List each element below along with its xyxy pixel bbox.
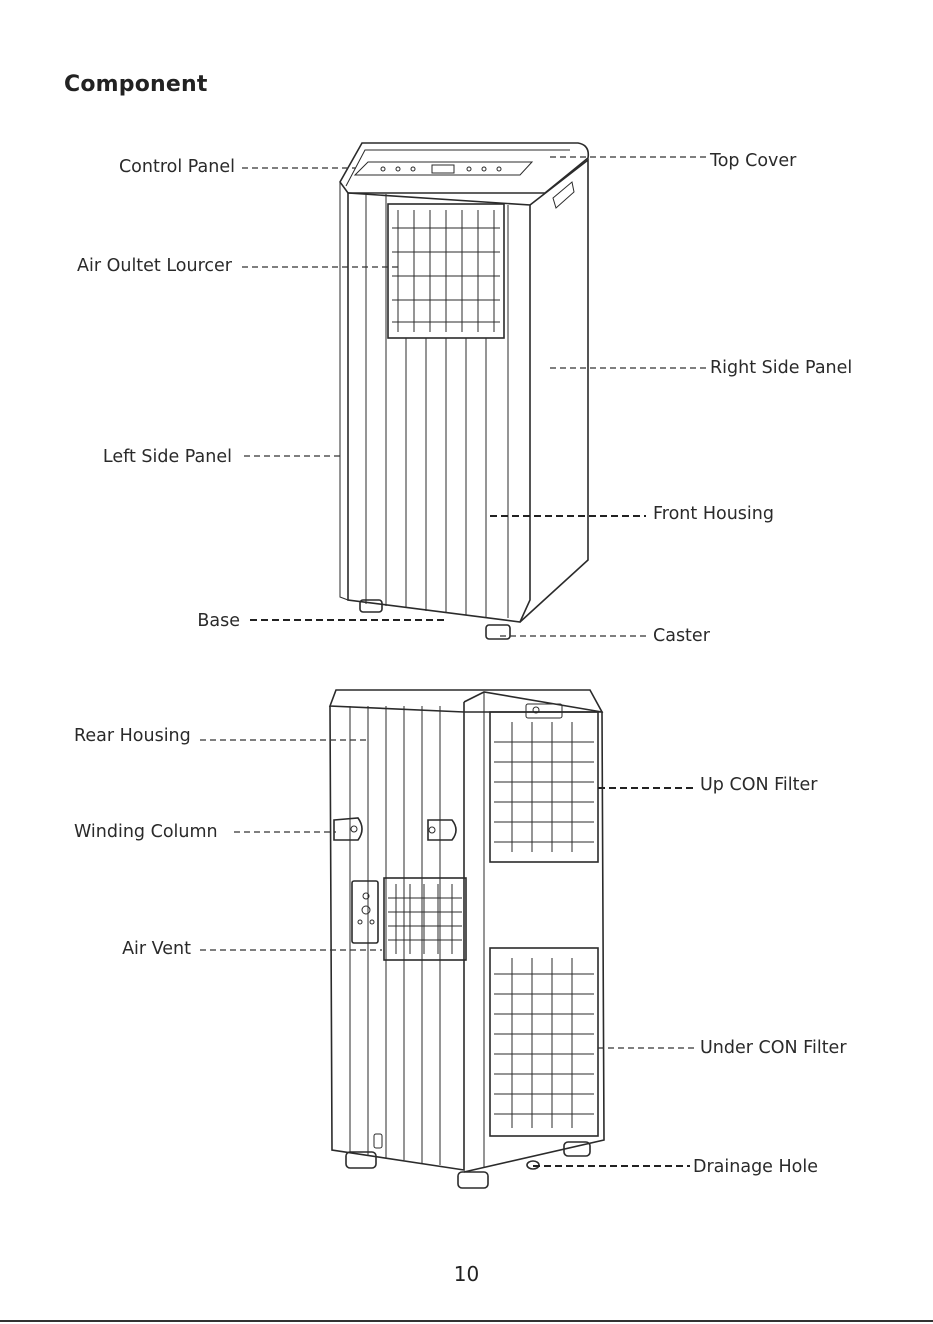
carry-handle [553,182,574,208]
air-vent-grille [388,884,462,954]
louver-grille [392,210,500,332]
rear-control-panel [352,881,378,943]
up-con-filter [490,712,598,862]
under-filter-grille [494,958,594,1128]
front-slats [366,194,486,617]
rear-view-unit [330,690,604,1188]
under-con-filter [490,948,598,1136]
rear-slats [350,706,440,1165]
up-filter-grille [494,722,594,852]
page-number: 10 [0,1262,933,1286]
control-buttons [381,165,501,173]
front-view-unit [340,143,588,639]
winding-column [334,818,456,840]
footer-rule [0,1320,933,1322]
rear-casters [346,1142,590,1188]
